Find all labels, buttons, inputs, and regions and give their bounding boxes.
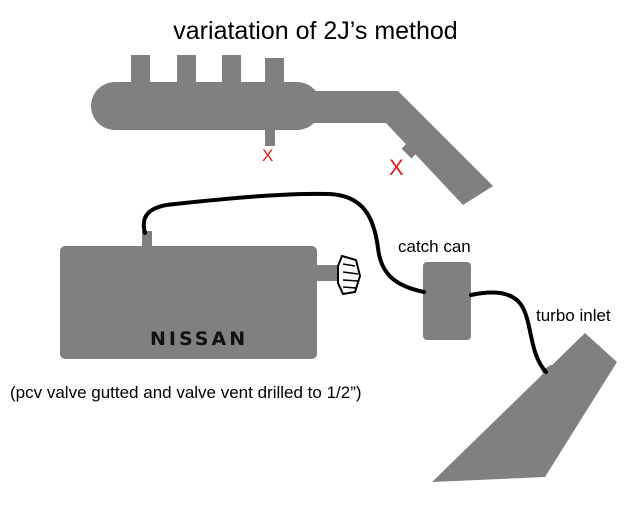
catch-can bbox=[423, 262, 471, 340]
hose-engine-to-catch-can bbox=[141, 191, 426, 294]
manifold-runner-1 bbox=[131, 55, 150, 85]
breather-filter-icon bbox=[337, 254, 362, 296]
manifold-runner-2 bbox=[177, 55, 196, 85]
hose-catch-can-to-turbo bbox=[469, 290, 548, 374]
engine-brand-label: NISSAN bbox=[150, 328, 249, 350]
turbo-inlet-pipe bbox=[432, 333, 617, 482]
manifold-runner-3 bbox=[222, 55, 241, 85]
pcv-valve-note: (pcv valve gutted and valve vent drilled… bbox=[10, 383, 362, 402]
turbo-inlet-port bbox=[541, 364, 557, 380]
turbo-inlet-body bbox=[432, 333, 617, 482]
manifold-intake-pipe bbox=[300, 91, 493, 205]
engine-body bbox=[60, 246, 317, 359]
breather-filter-rib bbox=[342, 286, 357, 289]
breather-filter-body bbox=[337, 254, 362, 296]
manifold-plenum bbox=[91, 82, 321, 130]
plugged-port-marker: X bbox=[389, 155, 404, 180]
plugged-port-marker: X bbox=[262, 146, 274, 165]
manifold-vacuum-port bbox=[265, 128, 275, 146]
turbo-inlet-label: turbo inlet bbox=[536, 306, 611, 325]
pipe-vacuum-port bbox=[401, 141, 419, 159]
breather-filter-rib bbox=[342, 279, 359, 282]
intake-manifold bbox=[91, 55, 493, 205]
breather-hoses bbox=[141, 191, 548, 374]
engine-block bbox=[60, 231, 340, 359]
manifold-runner-4 bbox=[265, 58, 284, 85]
catch-can-label: catch can bbox=[398, 237, 471, 256]
engine-pcv-port bbox=[316, 265, 340, 281]
diagram-title: variatation of 2J’s method bbox=[173, 17, 458, 45]
breather-filter-rib bbox=[342, 271, 359, 275]
engine-valve-vent bbox=[142, 231, 152, 248]
breather-filter-rib bbox=[342, 263, 356, 267]
